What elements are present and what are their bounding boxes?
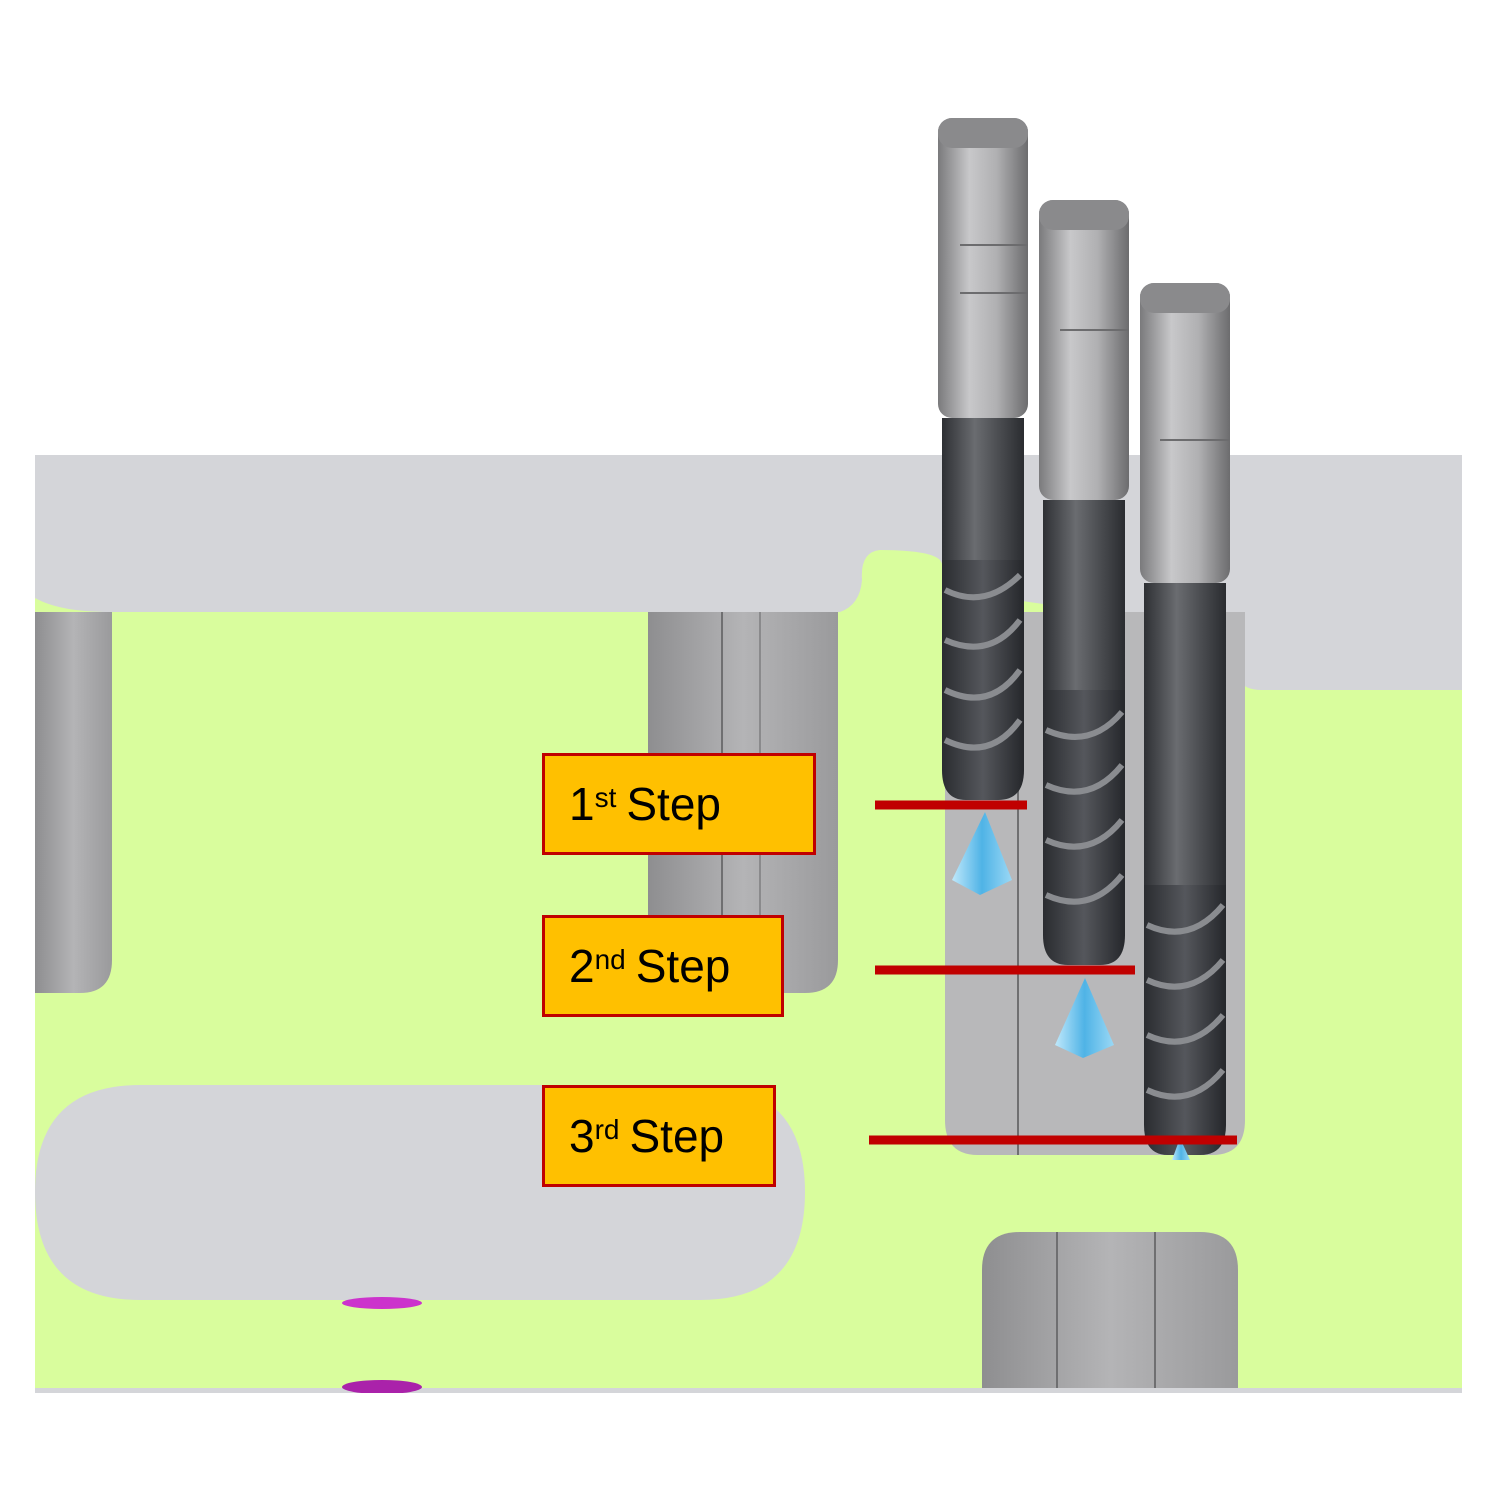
step-2-word: Step — [635, 940, 731, 992]
end-mill-icon — [1039, 200, 1129, 965]
coolant-cone-icon — [1055, 978, 1114, 1058]
coolant-cone-icon — [952, 812, 1012, 895]
left-pocket — [35, 612, 112, 993]
step-3-suffix: rd — [594, 1114, 620, 1145]
step-1-word: Step — [626, 778, 722, 830]
bottom-right-pocket — [982, 1232, 1238, 1393]
step-3-number: 3 — [569, 1110, 595, 1162]
bottom-fixture-strip — [35, 1388, 1462, 1393]
coolant-cone-icon — [1172, 1138, 1190, 1160]
step-3-word: Step — [629, 1110, 725, 1162]
clamp-mark — [342, 1297, 422, 1309]
clamp-mark — [342, 1380, 422, 1393]
step-2-suffix: nd — [594, 944, 626, 975]
step-1-number: 1 — [569, 778, 595, 830]
step-1-suffix: st — [594, 782, 617, 813]
step-2-number: 2 — [569, 940, 595, 992]
end-mill-icon — [938, 118, 1028, 800]
end-mill-icon — [1140, 283, 1230, 1155]
